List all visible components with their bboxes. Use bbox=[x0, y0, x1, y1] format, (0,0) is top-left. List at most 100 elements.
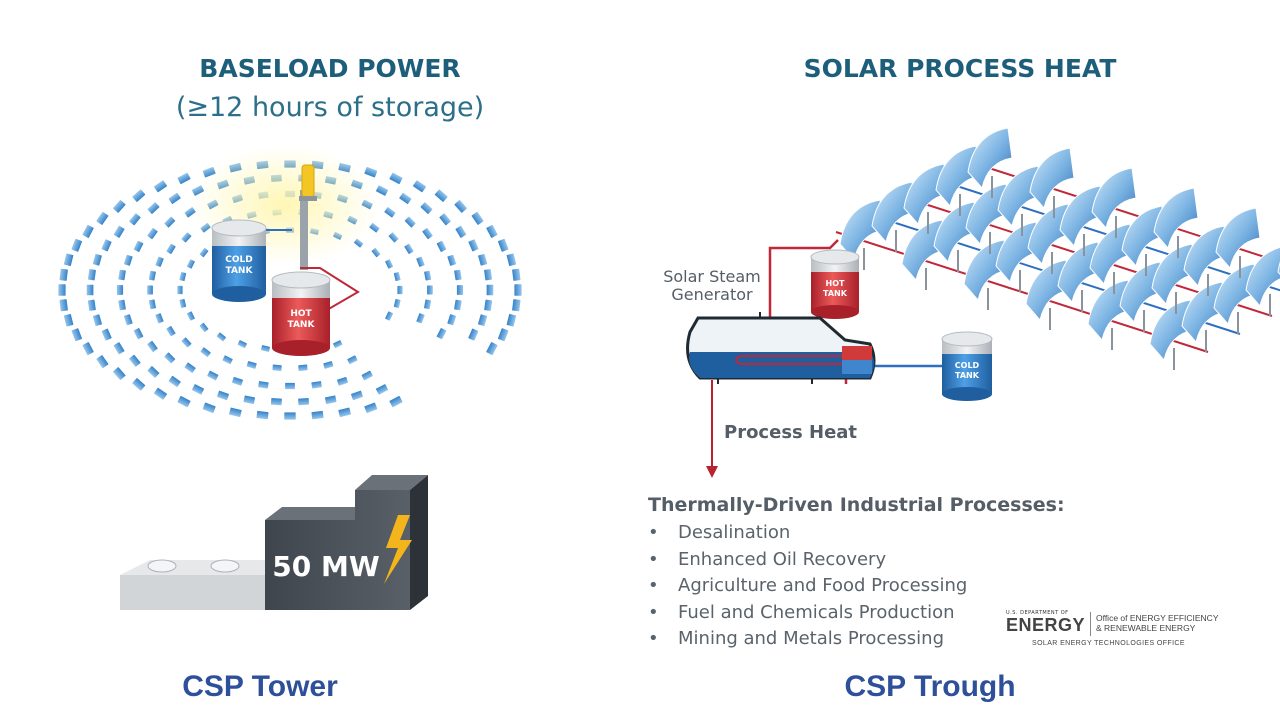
heliostat bbox=[146, 365, 161, 379]
doe-energy-wordmark: ENERGY bbox=[1006, 615, 1086, 635]
heliostat bbox=[199, 346, 212, 358]
heliostat bbox=[505, 252, 517, 267]
heliostat bbox=[454, 224, 468, 239]
output-label: 50 MW bbox=[272, 550, 380, 583]
heliostat bbox=[322, 360, 335, 370]
heliostat bbox=[180, 231, 193, 244]
generator-label-2: Generator bbox=[671, 285, 753, 304]
heliostat bbox=[242, 394, 256, 405]
heliostat bbox=[393, 271, 402, 282]
heliostat bbox=[403, 243, 415, 255]
heliostat bbox=[183, 361, 197, 374]
heliostat bbox=[505, 313, 517, 328]
heliostat bbox=[446, 313, 457, 326]
heliostat bbox=[123, 254, 134, 267]
heliostat bbox=[497, 238, 510, 253]
tower-hot-tank-label-2: TANK bbox=[288, 320, 316, 330]
heliostat bbox=[112, 366, 127, 381]
heliostat bbox=[485, 341, 499, 356]
heliostat bbox=[57, 283, 67, 297]
heliostat bbox=[153, 386, 168, 401]
tower-cold-tank-label-2: TANK bbox=[226, 266, 254, 276]
trough-collector bbox=[1245, 246, 1280, 308]
heliostat bbox=[70, 327, 83, 342]
heliostat bbox=[95, 211, 110, 226]
heliostat bbox=[146, 340, 159, 353]
heliostat bbox=[236, 339, 248, 349]
heliostat bbox=[398, 192, 413, 205]
heliostat bbox=[433, 188, 449, 203]
list-item: •Mining and Metals Processing bbox=[648, 628, 944, 649]
trough-hot-tank: HOT TANK bbox=[810, 249, 860, 319]
heliostat bbox=[198, 247, 210, 258]
heliostat bbox=[363, 401, 379, 414]
heliostat bbox=[375, 383, 389, 396]
heliostat bbox=[116, 284, 124, 296]
heliostat bbox=[470, 211, 485, 226]
heliostat bbox=[163, 351, 177, 365]
heliostat bbox=[363, 166, 379, 179]
heliostat bbox=[384, 310, 394, 322]
heliostat bbox=[186, 258, 196, 270]
heliostat bbox=[485, 283, 495, 297]
heliostat bbox=[87, 298, 97, 312]
heliostat bbox=[201, 401, 217, 414]
heliostat bbox=[350, 389, 364, 402]
heliostat bbox=[100, 238, 113, 253]
heliostat bbox=[132, 327, 145, 340]
heliostat bbox=[513, 283, 523, 297]
tower-cold-tank-label-1: COLD bbox=[225, 255, 252, 265]
heliostat bbox=[483, 268, 493, 282]
heliostat bbox=[419, 201, 434, 215]
heliostat bbox=[176, 395, 192, 409]
heliostat bbox=[511, 298, 522, 313]
heliostat bbox=[131, 377, 147, 392]
heliostat bbox=[117, 298, 127, 312]
heliostat bbox=[163, 215, 177, 229]
heliostat bbox=[485, 224, 499, 239]
heliostat bbox=[412, 179, 427, 194]
heliostat bbox=[271, 363, 283, 372]
list-item: •Agriculture and Food Processing bbox=[648, 575, 968, 596]
heliostat bbox=[191, 383, 205, 396]
heliostat bbox=[393, 298, 402, 309]
heliostat bbox=[245, 360, 258, 370]
trough-hot-tank-label-1: HOT bbox=[826, 279, 845, 288]
trough-cold-tank-label-2: TANK bbox=[955, 371, 980, 380]
heliostat bbox=[360, 369, 374, 382]
process-heat-arrowhead bbox=[706, 466, 718, 478]
heliostat bbox=[477, 313, 488, 327]
doe-program-text: SOLAR ENERGY TECHNOLOGIES OFFICE bbox=[1032, 640, 1185, 647]
list-item: •Desalination bbox=[648, 522, 791, 543]
trough-hot-tank-label-2: TANK bbox=[823, 289, 848, 298]
baseload-power-title: BASELOAD POWER bbox=[199, 54, 461, 83]
csp-tower-caption: CSP Tower bbox=[182, 670, 338, 703]
heliostat bbox=[228, 406, 243, 418]
heliostat bbox=[123, 313, 134, 326]
heliostat bbox=[453, 199, 468, 214]
heliostat bbox=[154, 255, 165, 268]
heliostat bbox=[153, 179, 168, 194]
heliostat bbox=[176, 171, 192, 185]
heliostat bbox=[154, 312, 165, 325]
heliostat bbox=[511, 267, 522, 282]
doe-office-line-1: Office of ENERGY EFFICIENCY bbox=[1096, 613, 1219, 623]
heliostat bbox=[446, 254, 457, 267]
heliostat bbox=[148, 270, 157, 282]
trough-collector bbox=[1215, 207, 1261, 270]
heliostat bbox=[206, 369, 220, 382]
heliostat bbox=[148, 298, 157, 310]
list-item: •Fuel and Chemicals Production bbox=[648, 601, 955, 623]
lightning-bolt-icon bbox=[384, 515, 412, 584]
doe-department-text: U.S. DEPARTMENT OF bbox=[1006, 610, 1069, 616]
heliostat bbox=[477, 253, 488, 267]
heliostat bbox=[216, 389, 230, 402]
power-block: 50 MW bbox=[120, 475, 428, 610]
heliostat bbox=[388, 171, 404, 185]
trough-collector bbox=[1029, 147, 1075, 210]
heliostat bbox=[415, 312, 426, 325]
heliostat bbox=[403, 215, 417, 229]
heliostat bbox=[415, 255, 426, 268]
heliostat bbox=[453, 298, 463, 312]
heliostat bbox=[112, 199, 127, 214]
